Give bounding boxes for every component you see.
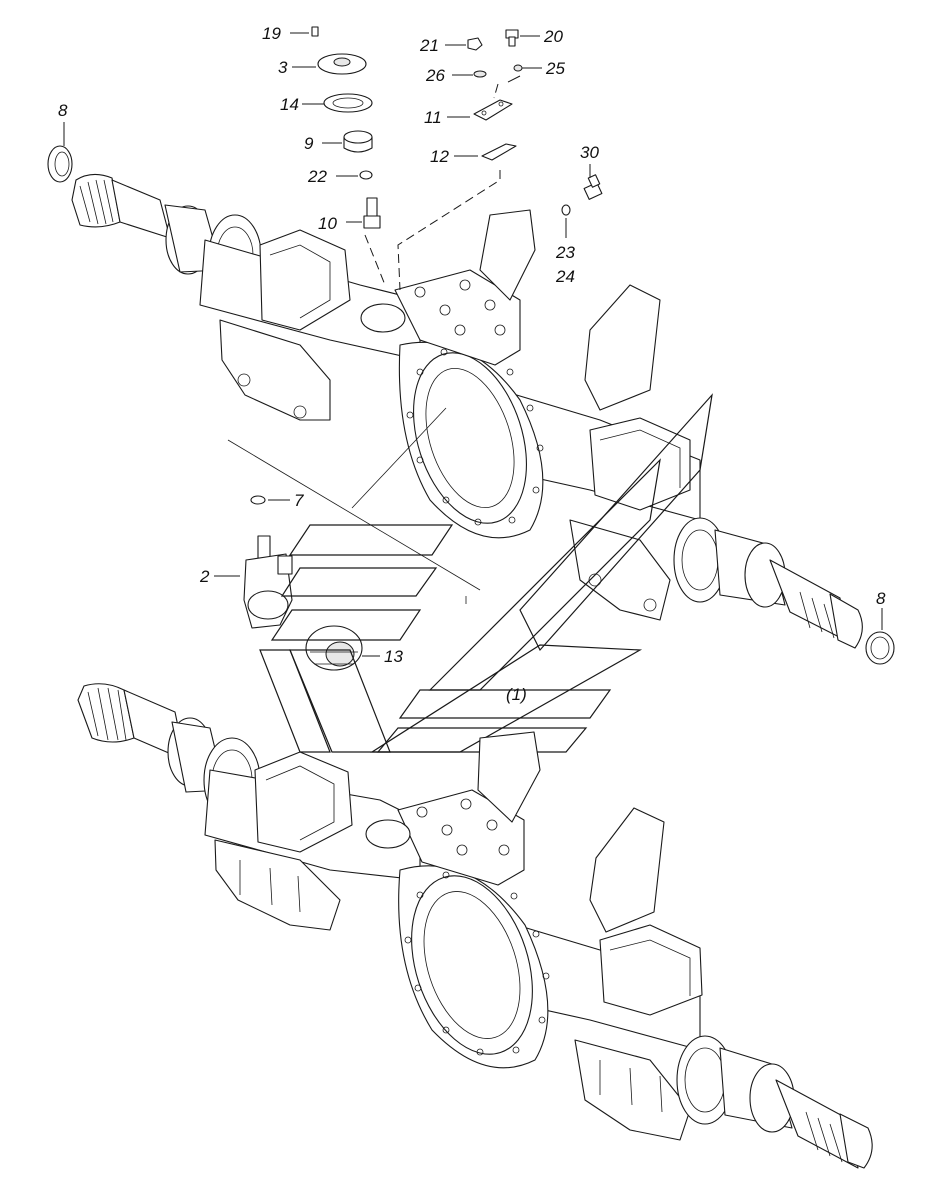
- part-22-nut: [359, 170, 373, 180]
- callout-12: 12: [430, 147, 449, 166]
- callout-20: 20: [543, 27, 563, 46]
- callout-25: 25: [545, 59, 565, 78]
- seal-ring-left: [47, 145, 73, 183]
- callout-labels: 19 3 14 9 22 10 21 20 26 25 11 12 30 23 …: [58, 24, 886, 704]
- seal-ring-right: [865, 631, 895, 665]
- part-7-washer: [250, 495, 266, 505]
- lower-axle-housing: [77, 683, 873, 1169]
- leader-lines: [63, 32, 883, 657]
- upper-right-axle-shaft: [673, 517, 863, 649]
- kamaz-watermark-emblem: [259, 393, 713, 753]
- callout-9: 9: [304, 134, 314, 153]
- part-9-bushing: [343, 130, 373, 153]
- part-14-gasket: [323, 93, 373, 113]
- callout-11: 11: [424, 108, 442, 127]
- part-25-washer: [513, 64, 523, 72]
- explode-guide-lines: [227, 407, 481, 604]
- part-30-breather: [583, 174, 603, 200]
- part-26-washer: [473, 70, 487, 78]
- part-2-valve-assembly: [243, 535, 293, 629]
- callout-21: 21: [419, 36, 439, 55]
- part-21-nut: [467, 37, 483, 51]
- lower-reaction-bracket: [365, 731, 665, 933]
- callout-1-assembly: (1): [506, 685, 527, 704]
- upper-axle-housing: [71, 173, 863, 649]
- callout-26: 26: [425, 66, 445, 85]
- upper-banjo-flange: [398, 341, 544, 539]
- lower-banjo-flange: [398, 865, 550, 1069]
- part-13-gear: [305, 625, 363, 671]
- callout-3: 3: [278, 58, 288, 77]
- part-12-gasket: [481, 143, 517, 161]
- upper-housing-beam: [199, 229, 701, 621]
- part-11-plate: [473, 99, 513, 121]
- part-3-cover: [317, 53, 367, 75]
- callout-30: 30: [580, 143, 599, 162]
- upper-reaction-bracket: [360, 209, 661, 411]
- callout-14: 14: [280, 95, 299, 114]
- callout-23: 23: [555, 243, 575, 262]
- callout-13: 13: [384, 647, 403, 666]
- callout-7: 7: [294, 491, 304, 510]
- lower-housing-beam: [204, 751, 703, 1141]
- part-23-24-ring: [561, 204, 571, 216]
- callout-2: 2: [199, 567, 210, 586]
- lower-right-axle-shaft: [676, 1035, 873, 1169]
- callout-8-right: 8: [876, 589, 886, 608]
- callout-10: 10: [318, 214, 337, 233]
- callout-24: 24: [555, 267, 575, 286]
- part-19-screw: [311, 26, 319, 37]
- assembly-dash-lines: [364, 83, 501, 291]
- callout-8-left: 8: [58, 101, 68, 120]
- callout-22: 22: [307, 167, 327, 186]
- callout-19: 19: [262, 24, 281, 43]
- part-10-stud: [363, 197, 381, 229]
- part-20-bolt: [505, 29, 519, 47]
